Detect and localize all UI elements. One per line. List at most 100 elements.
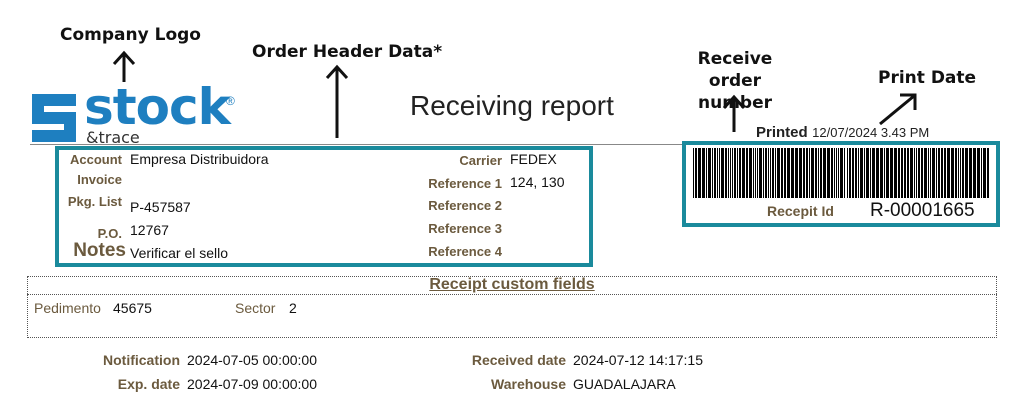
- custom-fields-divider: [27, 294, 997, 295]
- barcode-bar: [795, 148, 798, 198]
- carrier-value: FEDEX: [510, 151, 557, 167]
- barcode-bar: [864, 148, 865, 198]
- barcode-bar: [732, 148, 733, 198]
- logo-wordmark: stock: [84, 78, 231, 136]
- barcode-bar: [849, 148, 851, 198]
- barcode-bar: [706, 148, 707, 198]
- logo-mark-icon: [32, 94, 76, 142]
- warehouse-label: Warehouse: [491, 376, 566, 392]
- custom-fields-title: Receipt custom fields: [429, 276, 595, 293]
- barcode-bar: [860, 148, 863, 198]
- barcode-bar: [827, 148, 830, 198]
- barcode-bar: [777, 148, 780, 198]
- printed-info: Printed 12/07/2024 3.43 PM: [756, 124, 929, 142]
- barcode-bar: [831, 148, 833, 198]
- barcode-bar: [918, 148, 920, 198]
- account-value: Empresa Distribuidora: [130, 151, 269, 167]
- barcode-bar: [898, 148, 900, 198]
- barcode-bar: [916, 148, 917, 198]
- barcode-bar: [746, 148, 748, 198]
- receipt-id-value: R-00001665: [870, 200, 975, 221]
- exp-date-label: Exp. date: [117, 376, 180, 392]
- barcode-bar: [806, 148, 808, 198]
- barcode-bar: [763, 148, 764, 198]
- barcode-bar: [693, 148, 694, 198]
- barcode-bar: [962, 148, 964, 198]
- barcode-bar: [844, 148, 845, 198]
- order-header-box: [55, 146, 593, 267]
- barcode-bar: [717, 148, 718, 198]
- barcode-bar: [772, 148, 774, 198]
- barcode-bar: [753, 148, 754, 198]
- barcode-bar: [775, 148, 776, 198]
- notification-value: 2024-07-05 00:00:00: [187, 352, 317, 368]
- notes-value: Verificar el sello: [130, 245, 229, 261]
- page-title: Receiving report: [410, 90, 614, 121]
- barcode-bar: [890, 148, 893, 198]
- barcode-bar: [907, 148, 909, 198]
- barcode-bar: [809, 148, 810, 198]
- barcode-bar: [834, 148, 835, 198]
- up-arrow-icon: [112, 50, 136, 82]
- barcode-bar: [698, 148, 701, 198]
- pedimento-value: 45675: [113, 300, 152, 316]
- barcode-bar: [983, 148, 986, 198]
- barcode-bar: [725, 148, 727, 198]
- barcode-bar: [947, 148, 950, 198]
- barcode-bar: [784, 148, 786, 198]
- account-label: Account: [70, 152, 122, 167]
- received-date-label: Received date: [471, 352, 566, 368]
- barcode-bar: [924, 148, 927, 198]
- barcode-bar: [820, 148, 822, 198]
- barcode-bar: [755, 148, 756, 198]
- barcode-bar: [886, 148, 889, 198]
- barcode-bar: [958, 148, 959, 198]
- barcode-bar: [973, 148, 976, 198]
- barcode-bar: [739, 148, 741, 198]
- barcode-bar: [969, 148, 972, 198]
- notification-label: Notification: [103, 352, 180, 368]
- company-logo: stock ® &trace: [32, 78, 262, 147]
- barcode-bar: [880, 148, 883, 198]
- barcode-bar: [866, 148, 869, 198]
- barcode-bar: [852, 148, 854, 198]
- barcode-bar: [840, 148, 843, 198]
- barcode-bar: [960, 148, 961, 198]
- barcode-bar: [872, 148, 875, 198]
- barcode-bar: [702, 148, 705, 198]
- reference1-value: 124, 130: [510, 174, 565, 190]
- pkg-list-value: P-457587: [130, 199, 191, 215]
- barcode: [693, 148, 989, 198]
- receipt-id-box: [682, 141, 1000, 227]
- receipt-id-label: Recepit Id: [767, 203, 834, 219]
- logo-subtitle: &trace: [86, 128, 140, 147]
- barcode-bar: [749, 148, 752, 198]
- up-arrow-icon: [722, 94, 746, 132]
- barcode-bar: [719, 148, 720, 198]
- barcode-bar: [941, 148, 943, 198]
- barcode-bar: [803, 148, 805, 198]
- barcode-bar: [921, 148, 923, 198]
- barcode-bar: [876, 148, 879, 198]
- barcode-bar: [987, 148, 989, 198]
- header-divider: [30, 144, 1000, 145]
- barcode-bar: [759, 148, 762, 198]
- po-label: P.O.: [97, 226, 122, 241]
- warehouse-value: GUADALAJARA: [573, 376, 676, 392]
- barcode-bar: [721, 148, 724, 198]
- barcode-bar: [870, 148, 871, 198]
- invoice-label: Invoice: [77, 172, 122, 187]
- barcode-bar: [787, 148, 790, 198]
- barcode-bar: [932, 148, 935, 198]
- order-header-callout: Order Header Data*: [252, 42, 443, 62]
- barcode-bar: [765, 148, 767, 198]
- barcode-bar: [884, 148, 885, 198]
- barcode-bar: [712, 148, 713, 198]
- barcode-bar: [855, 148, 857, 198]
- barcode-bar: [977, 148, 980, 198]
- barcode-bar: [981, 148, 982, 198]
- barcode-bar: [914, 148, 915, 198]
- barcode-bar: [695, 148, 697, 198]
- receive-order-callout-line1: Receive order: [697, 49, 773, 91]
- barcode-bar: [799, 148, 802, 198]
